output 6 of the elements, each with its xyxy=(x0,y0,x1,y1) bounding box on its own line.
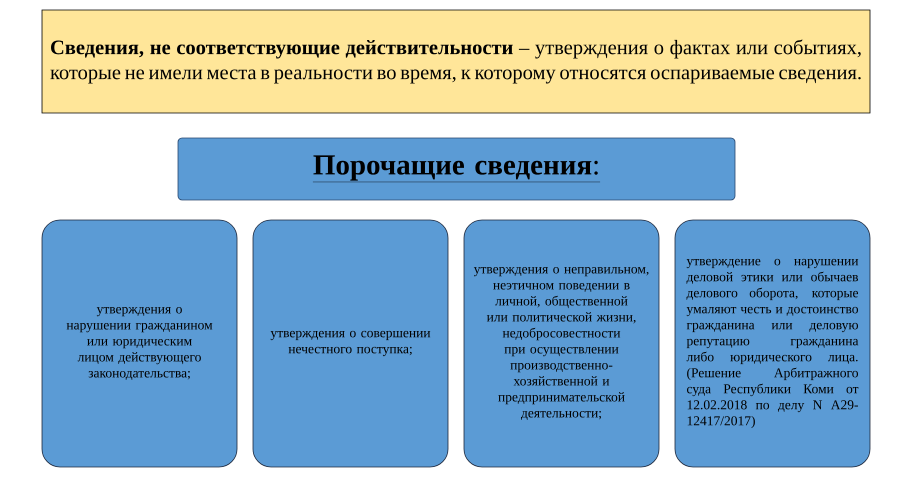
category-card: утверждения о нарушении гражданином или юридическим лицом действующего законодательства; xyxy=(42,220,238,468)
category-card: утверждения о совершении нечестного поступка; xyxy=(252,220,448,468)
heading-box: Порочащие сведения: xyxy=(178,138,736,200)
definition-box: Сведения, не соответствующие действительности – утверждения о фактах или событиях, которые не имели места в реальности во время, к которому относятся оспариваемые сведения. xyxy=(42,10,870,114)
category-card: утверждения о неправильном, неэтичном поведении в личной, общественной или политической жизни, недобросовестности при осуществлении производственно-хозяйственной и предпринимательской деятельности; xyxy=(464,220,660,468)
category-card: утверждение о нарушении деловой этики или обычаев делового оборота, которые умаляют честь и достоинство гражданина или деловую репутацию гражданина либо юридического лица. (Решение Арбитражного суда Республики Коми от 12.02.2018 по делу N А29-12417/2017) xyxy=(674,220,870,468)
